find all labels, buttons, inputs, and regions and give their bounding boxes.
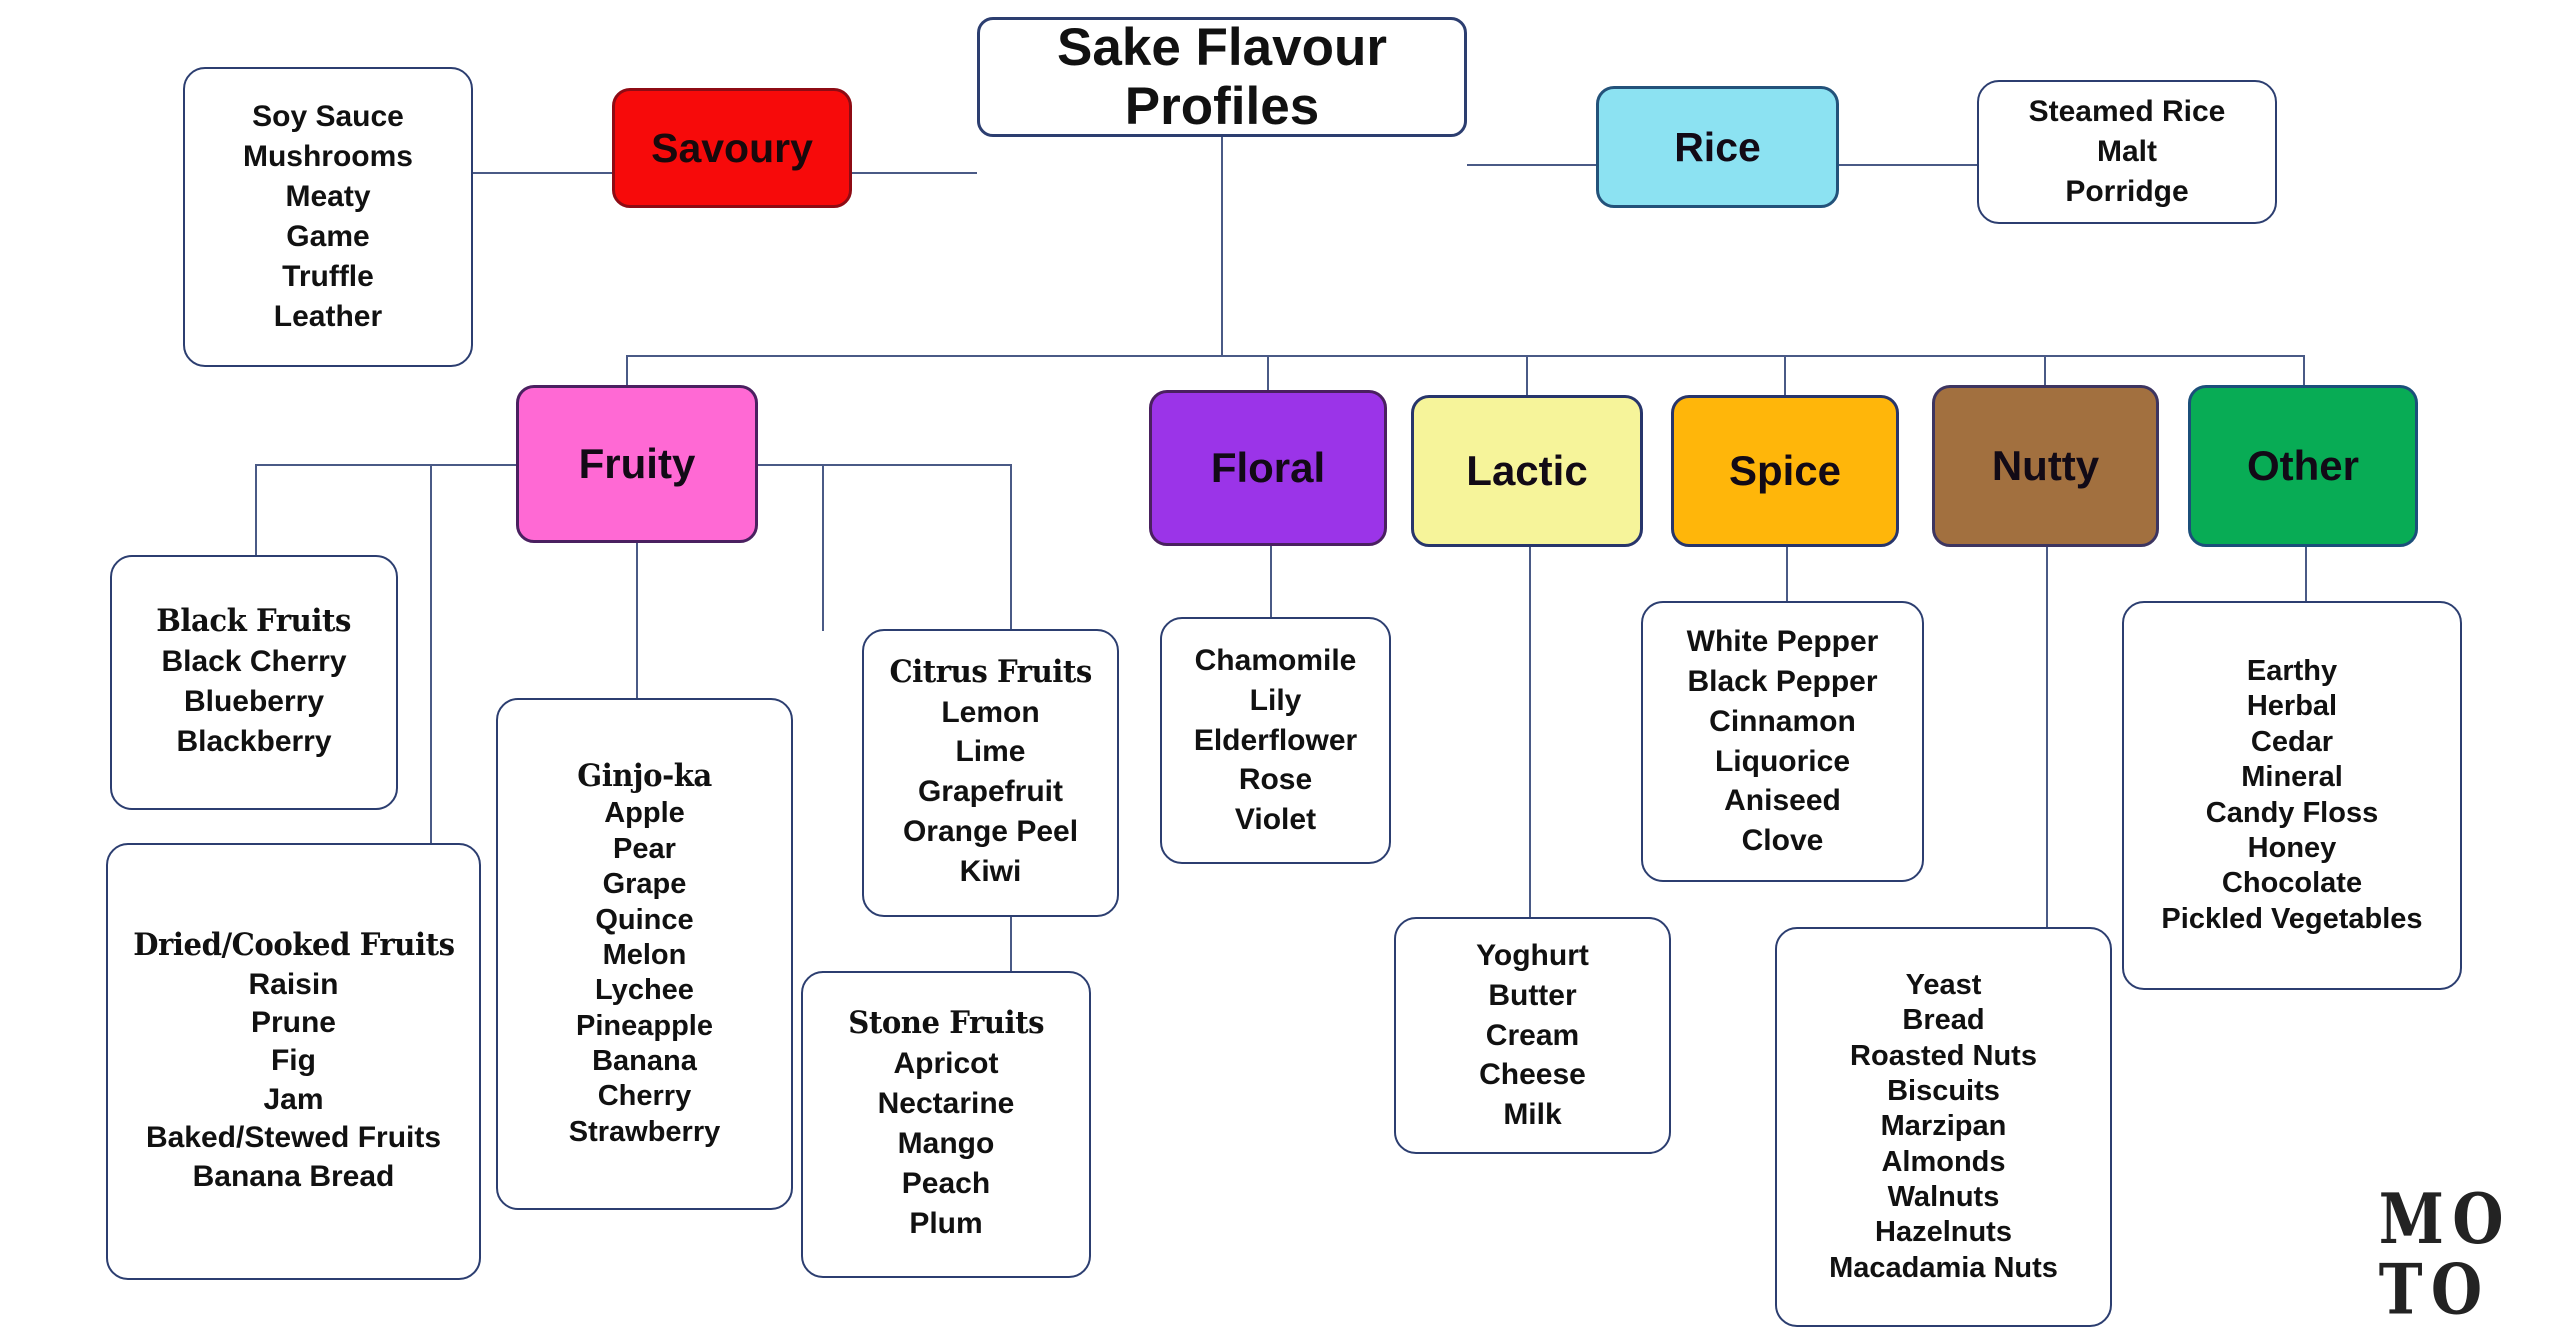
leaf-dried-cooked-fruits-header: Dried/Cooked Fruits [132,927,455,964]
connector-bus-nutty [2044,355,2046,387]
leaf-black-fruits-header: Black Fruits [156,603,352,640]
connector-bus-fruity [626,355,628,387]
category-floral[interactable]: Floral [1149,390,1387,546]
category-other[interactable]: Other [2188,385,2418,547]
connector-bus-lactic [1526,355,1528,397]
category-fruity[interactable]: Fruity [516,385,758,543]
connector-other-leaf [2305,547,2307,603]
leaf-ginjo-ka-header: Ginjo-ka [577,757,712,794]
connector-title-savoury [473,172,612,174]
connector-bus-other [2303,355,2305,387]
connector-fruity-dried [430,464,432,845]
category-lactic[interactable]: Lactic [1411,395,1643,547]
connector-savoury-title [852,172,977,174]
connector-fruity-black [255,464,257,557]
leaf-citrus-fruits-header: Citrus Fruits [889,653,1092,690]
page-title: Sake Flavour Profiles [977,17,1467,137]
connector-lactic-leaf [1529,547,1531,919]
connector-bus-spice [1784,355,1786,397]
moto-logo: MO TO [2378,1179,2512,1331]
connector-title-down [1221,137,1223,357]
connector-title-rice [1467,164,1596,166]
connector-fruity-left-bus [255,464,516,466]
moto-logo-line1: MO [2378,1179,2512,1261]
category-nutty[interactable]: Nutty [1932,385,2159,547]
connector-nutty-leaf [2046,547,2048,929]
connector-rice-leaf [1839,164,1977,166]
connector-main-bus [626,355,2304,357]
category-spice[interactable]: Spice [1671,395,1899,547]
connector-bus-floral [1267,355,1269,392]
connector-spice-leaf [1786,547,1788,603]
connector-fruity-citrus [822,464,824,631]
category-rice[interactable]: Rice [1596,86,1839,208]
connector-fruity-right-bus [758,464,1011,466]
connector-fruity-ginjo [636,543,638,700]
category-savoury[interactable]: Savoury [612,88,852,208]
connector-floral-leaf [1270,546,1272,619]
page-title-text: Sake Flavour Profiles [1057,17,1387,136]
leaf-stone-fruits-header: Stone Fruits [848,1005,1044,1042]
moto-logo-line2: TO [2378,1249,2491,1331]
